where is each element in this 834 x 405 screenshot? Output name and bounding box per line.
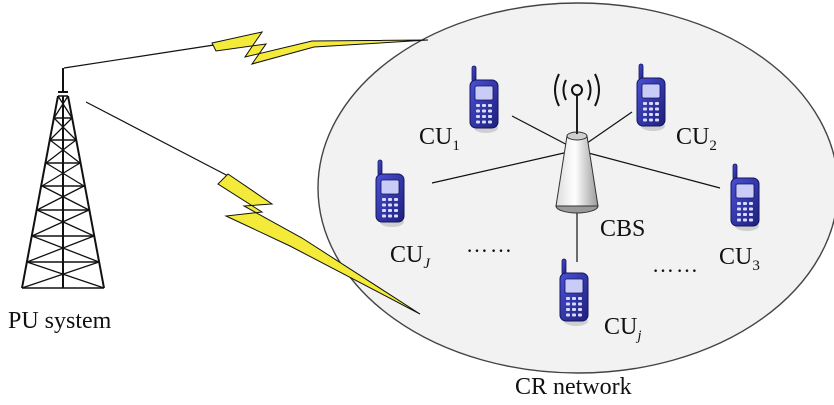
cbs-label: CBS bbox=[600, 216, 645, 242]
pu-tower bbox=[21, 68, 105, 289]
lightning-link-lower bbox=[85, 101, 421, 315]
pu-system-label: PU system bbox=[8, 308, 112, 334]
cuj-label: CUj bbox=[604, 314, 642, 344]
cuJ-label: CUJ bbox=[390, 242, 431, 272]
ellipsis-left: …… bbox=[466, 232, 514, 257]
ellipsis-right: …… bbox=[652, 252, 700, 277]
cu2-label: CU2 bbox=[676, 124, 717, 154]
cbs-station bbox=[554, 73, 600, 214]
lightning-link-upper bbox=[63, 31, 429, 69]
cu1-label: CU1 bbox=[419, 124, 460, 154]
cu3-label: CU3 bbox=[719, 244, 760, 274]
cr-network-label: CR network bbox=[515, 374, 632, 400]
